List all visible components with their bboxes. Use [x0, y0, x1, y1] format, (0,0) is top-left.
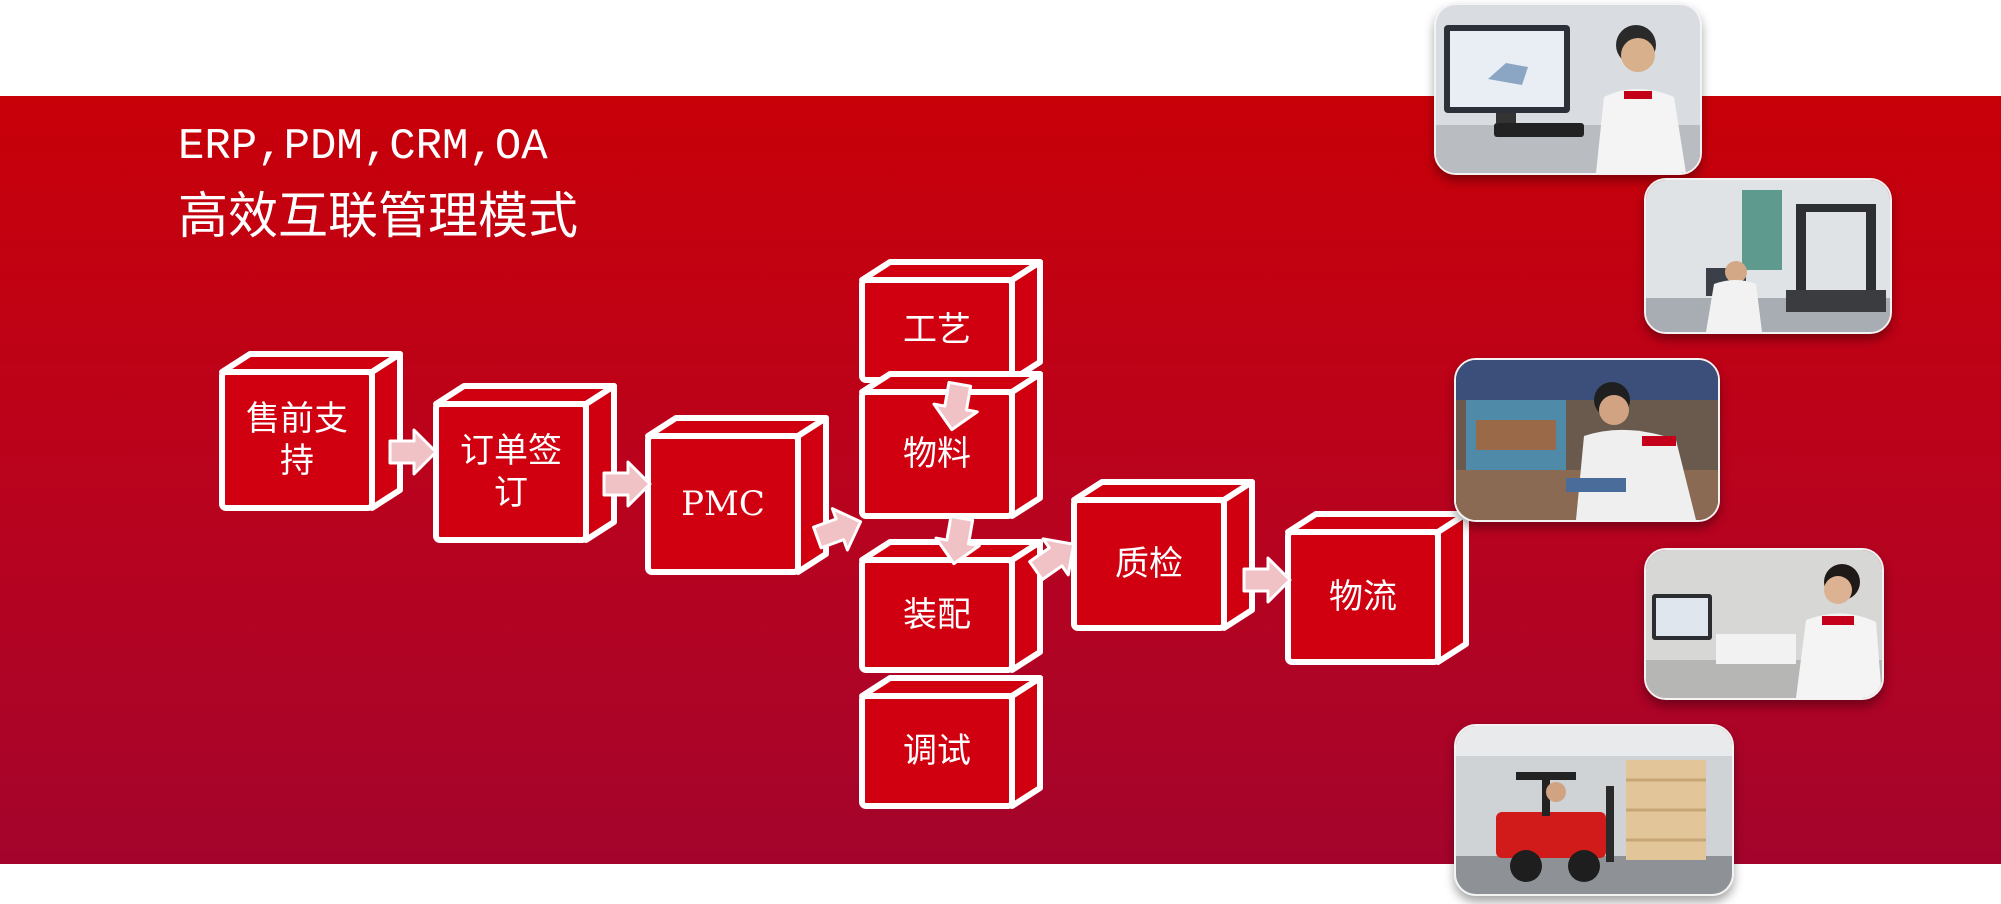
process-label-logistics: 物流 — [1329, 577, 1397, 617]
process-label-process-tech: 工艺 — [903, 310, 971, 350]
box-side-face — [1009, 675, 1043, 809]
process-box-logistics — [1285, 511, 1469, 665]
process-label-commissioning: 调试 — [903, 731, 971, 771]
title-management-mode: 高效互联管理模式 — [178, 187, 578, 245]
box-front-face — [859, 557, 1015, 673]
box-front-face — [219, 369, 375, 511]
process-box-process-tech — [859, 259, 1043, 383]
process-box-commissioning — [859, 675, 1043, 809]
flow-connectors — [388, 380, 1292, 604]
box-side-face — [369, 351, 403, 511]
title-systems: ERP,PDM,CRM,OA — [178, 122, 548, 172]
photo-measurement-lab — [1644, 178, 1892, 334]
process-label-presales: 售前支 持 — [246, 399, 348, 481]
process-box-presales — [219, 351, 403, 511]
engineer-cad-illustration — [1436, 5, 1700, 173]
process-box-quality-check — [1071, 479, 1255, 631]
box-side-face — [583, 383, 617, 543]
box-front-face — [1285, 529, 1441, 665]
process-label-materials: 物料 — [903, 434, 971, 474]
process-label-assembly: 装配 — [903, 595, 971, 635]
flow-arrow-7 — [1242, 556, 1292, 604]
box-front-face — [645, 433, 801, 575]
flow-arrow-1 — [388, 428, 438, 476]
process-box-assembly — [859, 539, 1043, 673]
office-clerk-illustration — [1646, 550, 1882, 698]
flow-arrow-4 — [932, 380, 979, 432]
process-box-pmc — [645, 415, 829, 575]
box-side-face — [1435, 511, 1469, 665]
flow-arrow-6 — [1028, 537, 1076, 582]
box-front-face — [433, 401, 589, 543]
photo-forklift-logistics — [1454, 724, 1734, 896]
welding-worker-illustration — [1456, 360, 1718, 520]
photo-office-clerk — [1644, 548, 1884, 700]
box-side-face — [1009, 259, 1043, 383]
box-front-face — [859, 693, 1015, 809]
box-side-face — [1009, 371, 1043, 519]
box-side-face — [1221, 479, 1255, 631]
measurement-lab-illustration — [1646, 180, 1890, 332]
process-label-quality-check: 质检 — [1115, 544, 1183, 584]
forklift-illustration — [1456, 726, 1732, 894]
box-front-face — [859, 389, 1015, 519]
process-box-order-signing — [433, 383, 617, 543]
process-boxes — [219, 259, 1469, 809]
flow-arrow-2 — [602, 460, 652, 508]
photo-engineer-cad — [1434, 3, 1702, 175]
flow-arrow-5 — [934, 514, 981, 566]
box-front-face — [1071, 497, 1227, 631]
process-label-order-signing: 订单签 订 — [460, 431, 562, 513]
process-label-pmc: PMC — [681, 484, 765, 524]
photo-welding-worker — [1454, 358, 1720, 522]
flow-arrow-3 — [812, 507, 863, 552]
